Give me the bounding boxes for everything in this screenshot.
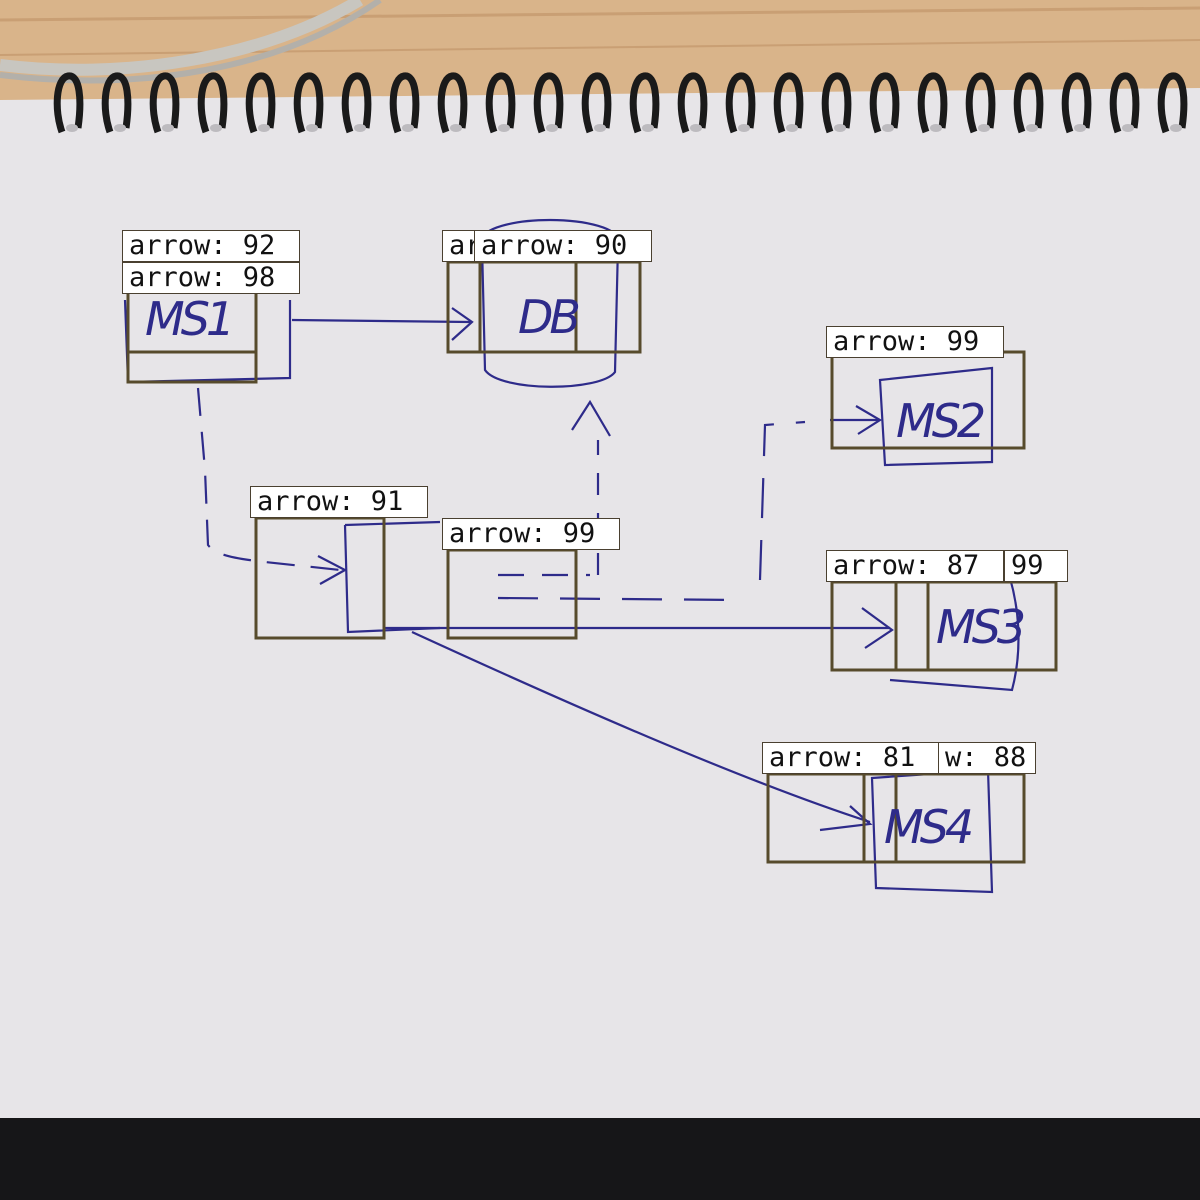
spiral-ring — [725, 72, 756, 134]
spiral-ring — [1157, 72, 1188, 134]
spiral-hole — [210, 124, 222, 132]
ms3-text: MS3 — [936, 600, 1026, 654]
spiral-ring — [1061, 72, 1092, 134]
spiral-ring — [197, 72, 228, 134]
cable — [0, 0, 364, 76]
spiral-ring — [389, 72, 420, 134]
spiral-ring — [581, 72, 612, 134]
spiral-ring — [245, 72, 276, 134]
spiral-hole — [354, 124, 366, 132]
spiral-ring — [917, 72, 948, 134]
detection-label: arrow: 99 — [442, 518, 620, 550]
spiral-ring — [1109, 72, 1140, 134]
spiral-ring — [773, 72, 804, 134]
arrow-to-ms4 — [411, 631, 871, 824]
detection-label: arrow: 98 — [122, 262, 300, 294]
detection-label: arrow: 81 — [762, 742, 940, 774]
spiral-hole — [306, 124, 318, 132]
spiral-ring — [1013, 72, 1044, 134]
spiral-hole — [1026, 124, 1038, 132]
spiral-ring — [629, 72, 660, 134]
db-text: DB — [518, 290, 581, 344]
ms2-box — [878, 366, 994, 467]
detection-label: arrow: 99 — [826, 326, 1004, 358]
spiral-ring — [965, 72, 996, 134]
spiral-hole — [114, 124, 126, 132]
ms3-box — [889, 576, 1020, 692]
spiral-hole — [1122, 124, 1134, 132]
spiral-hole — [498, 124, 510, 132]
spiral-hole — [162, 124, 174, 132]
arrow-ms1-db — [291, 318, 471, 324]
spiral-ring — [437, 72, 468, 134]
spiral-ring — [293, 72, 324, 134]
spiral-ring — [485, 72, 516, 134]
detection-label: w: 88 — [938, 742, 1036, 774]
spiral-ring — [101, 72, 132, 134]
detection-label: arrow: 91 — [250, 486, 428, 518]
spiral-ring — [53, 72, 84, 134]
detection-label: arrow: 87 — [826, 550, 1004, 582]
spiral-ring — [869, 72, 900, 134]
spiral-hole — [786, 124, 798, 132]
spiral-hole — [402, 124, 414, 132]
arrow-ms1-down — [196, 387, 341, 572]
spiral-binding — [53, 72, 1188, 134]
spiral-hole — [258, 124, 270, 132]
hand-drawn-diagram — [123, 218, 1020, 894]
spiral-hole — [978, 124, 990, 132]
spiral-hole — [690, 124, 702, 132]
ms4-text: MS4 — [884, 800, 974, 854]
spiral-ring — [821, 72, 852, 134]
spiral-hole — [594, 124, 606, 132]
spiral-hole — [546, 124, 558, 132]
detection-label: arrow: 90 — [474, 230, 652, 262]
spiral-hole — [1074, 124, 1086, 132]
detection-label: arrow: 92 — [122, 230, 300, 262]
spiral-ring — [341, 72, 372, 134]
spiral-hole — [1170, 124, 1182, 132]
spiral-hole — [450, 124, 462, 132]
detection-label: 99 — [1004, 550, 1068, 582]
ms2-text: MS2 — [896, 394, 986, 448]
spiral-hole — [738, 124, 750, 132]
spiral-hole — [834, 124, 846, 132]
spiral-hole — [642, 124, 654, 132]
dark-floor — [0, 1118, 1200, 1200]
ms1-text: MS1 — [145, 292, 235, 346]
spiral-ring — [677, 72, 708, 134]
spiral-hole — [930, 124, 942, 132]
spiral-hole — [882, 124, 894, 132]
spiral-ring — [533, 72, 564, 134]
spiral-hole — [66, 124, 78, 132]
arrow-to-ms2 — [758, 420, 806, 581]
middle-box — [343, 524, 441, 634]
spiral-ring — [149, 72, 180, 134]
